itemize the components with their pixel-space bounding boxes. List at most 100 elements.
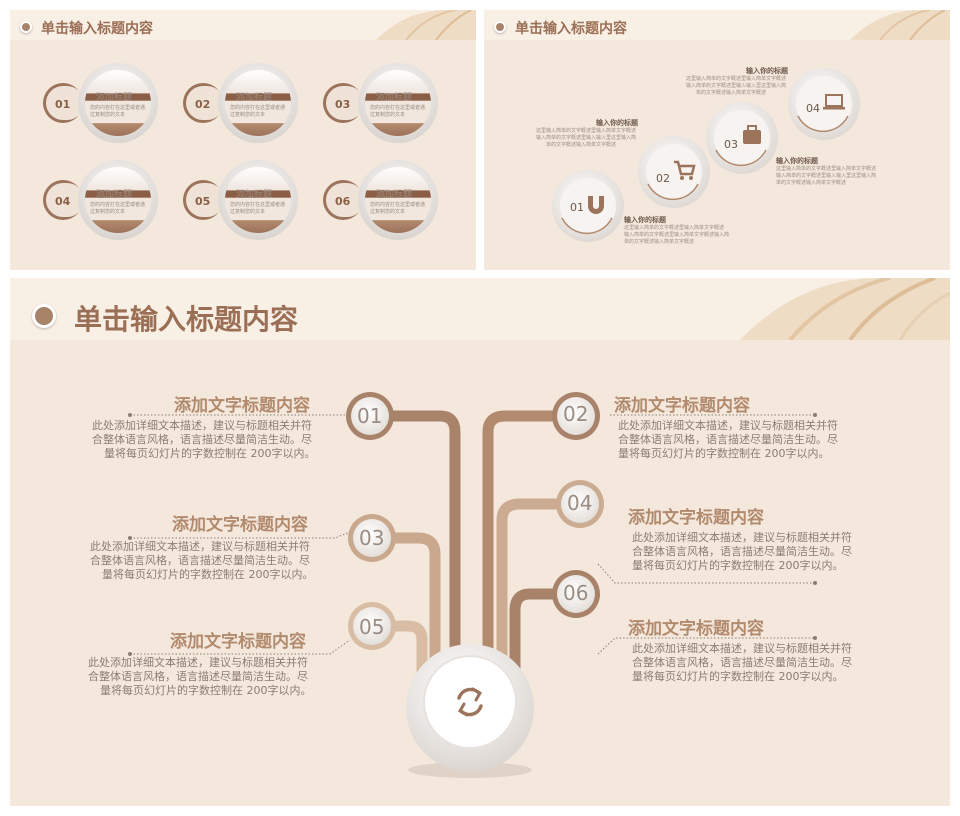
- item-tile-5: [183, 160, 298, 240]
- item-desc: 合整体语言风格，语言描述尽量简洁生动。尽: [92, 433, 312, 446]
- step-number: 03: [724, 138, 738, 151]
- feather-decoration: [376, 10, 476, 40]
- title-bullet: [32, 304, 56, 328]
- item-desc: 您的内容打在这里或者通: [230, 202, 286, 208]
- node-01: [346, 392, 394, 440]
- step-number: 02: [656, 172, 670, 185]
- item-title: 添加标题: [376, 190, 413, 200]
- slide-four-steps: 单击输入标题内容: [484, 10, 950, 270]
- item-desc: 此处添加详细文本描述，建议与标题相关并符: [90, 540, 310, 553]
- item-title: 添加文字标题内容: [172, 515, 308, 535]
- step-label-desc: 这里输入简单的文字概述里输入简单文字概述: [624, 225, 725, 231]
- item-title: 添加文字标题内容: [170, 632, 306, 652]
- dotted-connectors: [130, 414, 815, 655]
- item-number: 05: [195, 195, 211, 208]
- item-number: 02: [195, 98, 211, 111]
- center-hub: [406, 644, 534, 778]
- item-desc: 您的内容打在这里或者通: [230, 105, 286, 111]
- node-03: [348, 514, 396, 562]
- item-title: 添加标题: [96, 190, 133, 200]
- item-desc: 此处添加详细文本描述，建议与标题相关并符: [632, 531, 852, 544]
- node-06: [552, 570, 600, 618]
- item-title: 添加文字标题内容: [628, 508, 764, 528]
- step-label-desc: 这里输入简单的文字概述里输入简单文字概述: [536, 128, 637, 134]
- step-number: 01: [570, 201, 584, 214]
- item-desc: 量将每页幻灯片的字数控制在 200字以内。: [618, 447, 830, 460]
- node-number: 04: [567, 491, 593, 515]
- item-desc: 量将每页幻灯片的字数控制在 200字以内。: [632, 670, 844, 683]
- slide-header: [484, 10, 950, 40]
- item-desc: 量将每页幻灯片的字数控制在 200字以内。: [104, 447, 316, 460]
- laptop-icon: [823, 94, 845, 110]
- item-desc: 此处添加详细文本描述，建议与标题相关并符: [618, 419, 838, 432]
- item-tile-2: [183, 63, 298, 143]
- title-bullet: [20, 21, 32, 33]
- branch-diagram: [128, 392, 817, 778]
- step-label-title: 输入你的标题: [596, 119, 638, 127]
- step-label-title: 输入你的标题: [624, 216, 666, 224]
- item-desc: 过复制您的文本: [90, 209, 126, 215]
- item-desc: 过复制您的文本: [230, 112, 266, 118]
- step-label-desc: 输入简单的文字概述里输入输入里这里输入简: [686, 83, 787, 89]
- node-05: [348, 602, 396, 650]
- step-label-desc: 输入简单的文字概述里输入简单文字概述输入简: [624, 232, 730, 238]
- item-tile-1: [43, 63, 158, 143]
- branch-pipes: [384, 410, 561, 676]
- item-number: 03: [335, 98, 351, 111]
- item-desc: 您的内容打在这里或者通: [370, 202, 426, 208]
- item-desc: 合整体语言风格，语言描述尽量简洁生动。尽: [88, 670, 308, 683]
- item-grid: [43, 63, 438, 240]
- node-02: [552, 392, 600, 440]
- step-number: 04: [806, 102, 820, 115]
- slide-header: [10, 10, 476, 40]
- item-desc: 您的内容打在这里或者通: [90, 202, 146, 208]
- item-title: 添加标题: [96, 93, 133, 103]
- feather-decoration: [850, 10, 950, 40]
- page-title: 单击输入标题内容: [515, 21, 627, 37]
- item-tile-4: [43, 160, 158, 240]
- steps-diagram: [552, 68, 860, 242]
- item-desc: 您的内容打在这里或者通: [90, 105, 146, 111]
- connector-end-dots: [128, 413, 817, 656]
- item-title: 添加标题: [376, 93, 413, 103]
- item-desc: 合整体语言风格，语言描述尽量简洁生动。尽: [90, 554, 310, 567]
- magnet-icon: [588, 196, 604, 214]
- item-tile-6: [323, 160, 438, 240]
- step-label-desc: 输入简单的文字概述里输入输入里这里输入简: [536, 135, 637, 141]
- step-label-desc: 单的文字概述输入简单文字概述: [776, 180, 847, 186]
- slide-header: [10, 278, 950, 340]
- item-title: 添加标题: [236, 93, 273, 103]
- item-desc: 量将每页幻灯片的字数控制在 200字以内。: [632, 559, 844, 572]
- step-4: [788, 68, 860, 140]
- item-number: 01: [55, 98, 71, 111]
- briefcase-icon: [743, 125, 761, 144]
- step-label-desc: 单的文字概述输入简单文字概述: [624, 239, 695, 245]
- page-title: 单击输入标题内容: [41, 21, 153, 37]
- item-desc: 合整体语言风格，语言描述尽量简洁生动。尽: [632, 656, 852, 669]
- step-3: [706, 102, 778, 174]
- item-number: 04: [55, 195, 71, 208]
- item-desc: 您的内容打在这里或者通: [370, 105, 426, 111]
- item-desc: 此处添加详细文本描述，建议与标题相关并符: [92, 419, 312, 432]
- slide-six-items: 单击输入标题内容: [10, 10, 476, 270]
- node-number: 05: [359, 615, 385, 639]
- node-number: 01: [357, 404, 383, 428]
- item-desc: 过复制您的文本: [230, 209, 266, 215]
- item-title: 添加文字标题内容: [174, 396, 310, 416]
- item-desc: 过复制您的文本: [370, 209, 406, 215]
- step-2: [638, 136, 710, 208]
- item-desc: 量将每页幻灯片的字数控制在 200字以内。: [102, 568, 314, 581]
- item-desc: 合整体语言风格，语言描述尽量简洁生动。尽: [632, 545, 852, 558]
- node-number: 02: [563, 402, 589, 426]
- item-title: 添加标题: [236, 190, 273, 200]
- feather-decoration: [740, 278, 950, 340]
- item-desc: 此处添加详细文本描述，建议与标题相关并符: [632, 642, 852, 655]
- item-desc: 过复制您的文本: [370, 112, 406, 118]
- step-label-title: 输入你的标题: [746, 67, 788, 75]
- refresh-icon: [457, 687, 483, 717]
- title-bullet: [494, 21, 506, 33]
- node-04: [556, 480, 604, 528]
- step-label-desc: 这里输入简单的文字概述里输入简单文字概述: [776, 166, 877, 172]
- item-desc: 量将每页幻灯片的字数控制在 200字以内。: [100, 684, 312, 697]
- step-label-desc: 单的文字概述输入简单文字概述: [696, 90, 767, 96]
